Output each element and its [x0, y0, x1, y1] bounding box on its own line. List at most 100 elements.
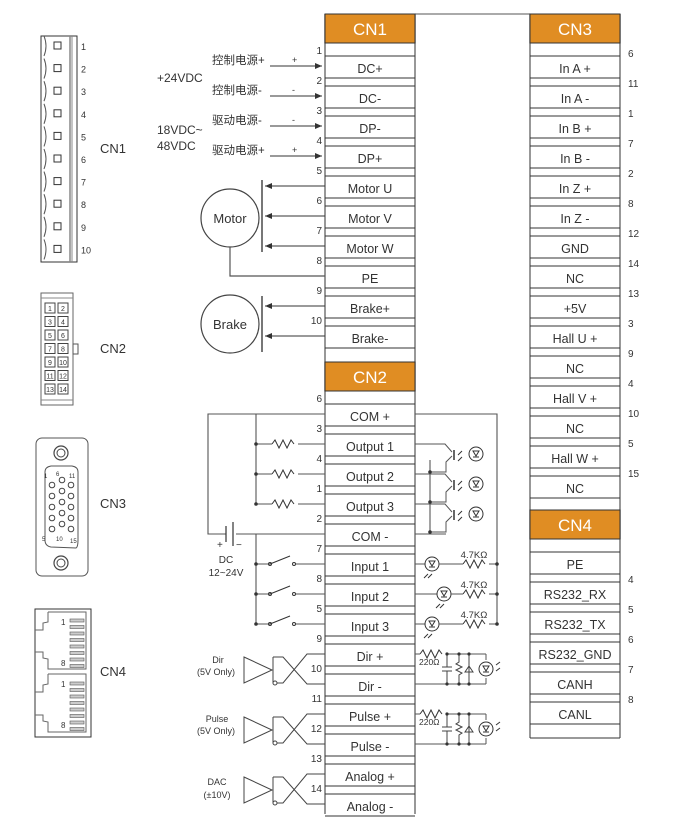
capacitor-icon: [442, 654, 452, 684]
rj45-contact: [69, 631, 85, 636]
resistor-icon: [271, 498, 295, 510]
led-icon: [478, 721, 494, 737]
pin-label: 1: [61, 618, 66, 627]
cn4-header: CN4: [529, 509, 621, 540]
led-icon: [424, 556, 440, 572]
pin-number: 2: [628, 169, 634, 180]
pin-square: [53, 244, 62, 253]
control-voltage-label: +24VDC: [157, 71, 203, 85]
pin-function-label: RS232_GND: [539, 648, 612, 662]
pin-cell: [44, 383, 56, 395]
pin-function-label: +5V: [564, 302, 587, 316]
cn3-cn4-column: [529, 14, 621, 739]
diode-icon: [464, 714, 474, 744]
pin-cell: [44, 316, 56, 327]
wire: [430, 485, 453, 503]
db15-pin: [48, 492, 56, 500]
pin-number: 7: [628, 665, 634, 676]
db15-pin: [48, 514, 56, 522]
junction-dot: [467, 712, 471, 716]
pin-square: [53, 222, 62, 231]
junction-dot: [254, 562, 258, 566]
pin-function-label: Pulse +: [349, 710, 391, 724]
power-source-label: 驱动电源-: [212, 113, 262, 127]
resistor-value: 220Ω: [419, 717, 440, 727]
pin-function-label: Input 3: [351, 620, 389, 634]
pin-number: 9: [316, 286, 322, 297]
junction-dot: [254, 592, 258, 596]
pin-number: 13: [628, 289, 640, 300]
light-arrows-icon: [457, 450, 463, 462]
pin-function-label: DC+: [357, 62, 382, 76]
junction-dot: [445, 652, 449, 656]
pin-number: 1: [316, 46, 322, 57]
pin-function-label: GND: [561, 242, 589, 256]
resistor-icon: [271, 438, 295, 450]
power-source-label: 控制电源+: [212, 53, 265, 67]
pin-number: 4: [628, 575, 634, 586]
pin-number: 8: [81, 200, 86, 210]
pin-number: 9: [628, 349, 634, 360]
db15-pin: [48, 481, 56, 489]
pin-function-label: In Z -: [560, 212, 589, 226]
pin-function-label: Output 3: [346, 500, 394, 514]
pin-cell: [57, 356, 69, 368]
switch-icon: [269, 615, 291, 625]
db15-pin: [67, 514, 75, 522]
junction-dot: [254, 472, 258, 476]
inverter-bubble: [272, 800, 278, 806]
pin-function-label: Analog +: [345, 770, 395, 784]
pin-number: 9: [48, 360, 52, 367]
pin-square: [53, 86, 62, 95]
pin-number: 13: [311, 754, 323, 765]
pin-number: 3: [81, 87, 86, 97]
cn3-header: CN3: [529, 13, 621, 44]
cn4-thumbnail: 1 8 1 8 CN4: [34, 608, 126, 738]
pin-function-label: Hall U +: [553, 332, 598, 346]
pin-number: 6: [81, 155, 86, 165]
pin-bracket: [43, 103, 47, 124]
pin-function-label: Motor V: [348, 212, 392, 226]
pin-number: 10: [628, 409, 640, 420]
pin-number: 3: [316, 106, 322, 117]
led-icon: [468, 446, 484, 462]
junction-dot: [428, 530, 432, 534]
db15-pin: [58, 476, 66, 484]
pin-number: 7: [316, 544, 322, 555]
pin-cell: [44, 370, 56, 381]
pin-number: 5: [81, 132, 86, 142]
pin-number: 3: [316, 424, 322, 435]
pin-bracket: [43, 148, 47, 170]
db15-pin: [67, 492, 75, 500]
wire: [415, 503, 453, 513]
diode-glyph: [428, 560, 436, 568]
pin-number: 12: [311, 724, 323, 735]
switch-icon: [269, 585, 291, 595]
battery-minus: −: [236, 540, 242, 551]
pulse-label: Pulse: [206, 714, 229, 724]
pin-number: 8: [628, 199, 634, 210]
polarity-sign: -: [292, 115, 295, 125]
pin-number: 11: [628, 79, 639, 90]
cn3-thumb-label: CN3: [100, 496, 126, 511]
cn2-thumb-label: CN2: [100, 341, 126, 356]
rj45-contact: [69, 618, 85, 623]
pin-bracket: [43, 81, 47, 102]
inverter-bubble: [272, 680, 278, 686]
rj45-contact: [69, 681, 85, 686]
led-icon: [424, 616, 440, 632]
rj45-contact: [69, 720, 85, 725]
pin-function-label: Input 1: [351, 560, 389, 574]
pin-number: 4: [628, 379, 634, 390]
pin-cell: [57, 302, 69, 314]
dac-label: DAC: [207, 777, 227, 787]
pin-number: 12: [59, 374, 67, 381]
polarity-sign: +: [292, 145, 297, 155]
power-source-label: 控制电源-: [212, 83, 262, 97]
pin-bracket: [43, 171, 47, 192]
resistor-icon: [271, 468, 295, 480]
diode-glyph: [428, 620, 436, 628]
cn3-header-label: CN3: [558, 20, 592, 39]
resistor-icon: [462, 588, 486, 600]
